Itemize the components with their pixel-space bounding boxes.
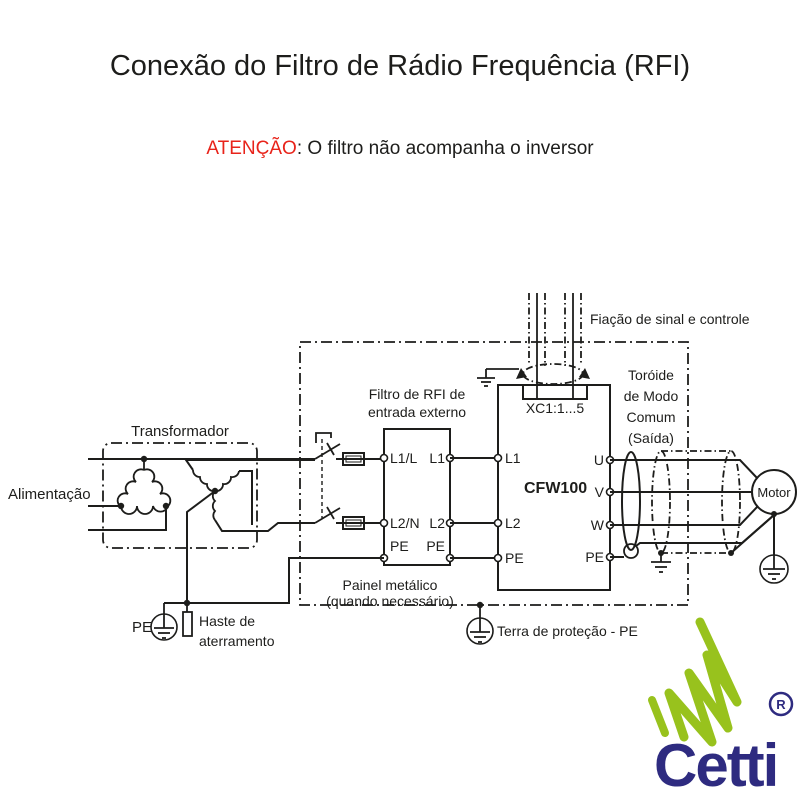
transformer-symbol [116, 455, 315, 603]
svg-text:Comum: Comum [626, 409, 675, 425]
supply-label: Alimentação [8, 486, 91, 503]
signal-wiring [477, 293, 590, 399]
panel-label: Painel metálico (quando necessário) [326, 577, 454, 609]
inverter-out-u: U [594, 452, 604, 468]
fuse-l2 [336, 516, 384, 530]
warning-label: ATENÇÃO [206, 138, 297, 159]
disconnect-switch [314, 432, 341, 524]
protective-earth-label: Terra de proteção - PE [497, 623, 638, 639]
inverter-out-v: V [595, 484, 605, 500]
wire-pe-earth [164, 557, 384, 604]
filter-label-2: entrada externo [368, 404, 466, 420]
inverter-connector: XC1:1...5 [526, 400, 585, 416]
inverter-in-pe: PE [505, 550, 524, 566]
logo-scribble [664, 617, 742, 747]
cetti-logo: R Cetti [648, 617, 794, 799]
page-title: Conexão do Filtro de Rádio Frequência (R… [109, 50, 691, 82]
fuse-l1 [336, 452, 384, 466]
rod-label-2: aterramento [199, 633, 275, 649]
svg-text:(Saída): (Saída) [628, 430, 674, 446]
output-section: Motor [610, 450, 797, 584]
inverter-out-pe: PE [585, 549, 604, 565]
output-toroid [621, 451, 641, 551]
svg-text:(quando necessário): (quando necessário) [326, 593, 454, 609]
filter-out-l1: L1 [429, 450, 445, 466]
signal-label: Fiação de sinal e controle [590, 311, 750, 327]
signal-toroid [522, 363, 584, 385]
pe-ground-label: PE [132, 619, 152, 636]
toroid-label: Toróide de Modo Comum (Saída) [624, 367, 679, 446]
transformer-box [102, 442, 258, 549]
pe-ground: PE [132, 603, 178, 641]
filter-out-pe: PE [426, 538, 445, 554]
inverter-box: XC1:1...5 CFW100 L1 L2 PE U V W PE [493, 384, 615, 591]
inverter-in-l1: L1 [505, 450, 521, 466]
filter-in-l1: L1/L [390, 450, 417, 466]
warning-text: ATENÇÃO: O filtro não acompanha o invers… [0, 138, 800, 160]
warning-body: : O filtro não acompanha o inversor [296, 138, 594, 159]
inverter-name: CFW100 [524, 480, 587, 497]
earth-rod: Haste de aterramento [182, 599, 275, 649]
panel-box [299, 341, 689, 606]
svg-text:de Modo: de Modo [624, 388, 679, 404]
filter-out-l2: L2 [429, 515, 445, 531]
logo-brand: Cetti [654, 732, 777, 799]
svg-text:Painel metálico: Painel metálico [343, 577, 438, 593]
rfi-filter-box: L1/L L1 L2/N L2 PE PE [379, 428, 455, 566]
inverter-out-w: W [591, 517, 605, 533]
motor-label: Motor [757, 485, 791, 500]
filter-in-l2: L2/N [390, 515, 420, 531]
transformer-label: Transformador [131, 423, 229, 440]
rod-label-1: Haste de [199, 613, 255, 629]
filter-label-1: Filtro de RFI de [369, 386, 466, 402]
registered-mark-icon [768, 691, 794, 717]
svg-text:R: R [776, 697, 786, 712]
pe-toroid-loop [623, 543, 639, 559]
inverter-in-l2: L2 [505, 515, 521, 531]
protective-earth: Terra de proteção - PE [466, 601, 638, 645]
svg-text:Toróide: Toróide [628, 367, 674, 383]
filter-in-pe: PE [390, 538, 409, 554]
